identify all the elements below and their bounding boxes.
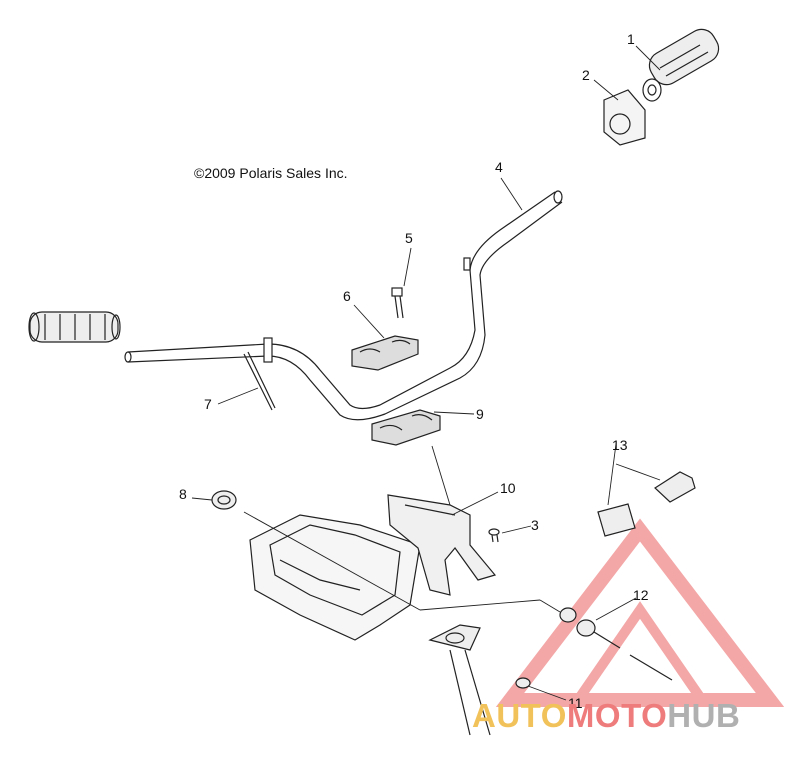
watermark-moto: MOTO [566,697,668,734]
watermark-text: AUTOMOTOHUB [472,697,740,735]
callout-10: 10 [500,480,516,496]
watermark-logo [495,518,785,707]
callout-8: 8 [179,486,187,502]
watermark-hub: HUB [667,697,741,734]
switch-housing [597,471,696,537]
mount-bracket [387,494,497,596]
watermark-auto: AUTO [472,697,567,734]
throttle-cable [559,607,673,681]
callout-6: 6 [343,288,351,304]
callout-11: 11 [568,695,583,711]
callout-4: 4 [495,159,503,175]
callout-12: 12 [633,587,649,603]
cable-tie [243,351,276,411]
right-grip [642,28,720,102]
callout-13: 13 [612,437,628,453]
left-grip [28,311,121,343]
callout-7: 7 [204,396,212,412]
nut [515,677,531,689]
copyright-notice: ©2009 Polaris Sales Inc. [194,165,348,181]
callout-1: 1 [627,31,635,47]
headlight-pod [249,514,421,641]
handlebar [124,190,563,421]
clamp-bolt [391,287,404,319]
leader-lines [191,45,661,701]
steering-post [428,624,491,736]
plug [211,490,237,510]
upper-clamp [351,335,419,371]
callout-3: 3 [531,517,539,533]
callout-2: 2 [582,67,590,83]
lower-clamp [371,409,441,446]
callout-9: 9 [476,406,484,422]
throttle-housing [603,89,646,146]
screw [488,528,500,543]
callout-5: 5 [405,230,413,246]
